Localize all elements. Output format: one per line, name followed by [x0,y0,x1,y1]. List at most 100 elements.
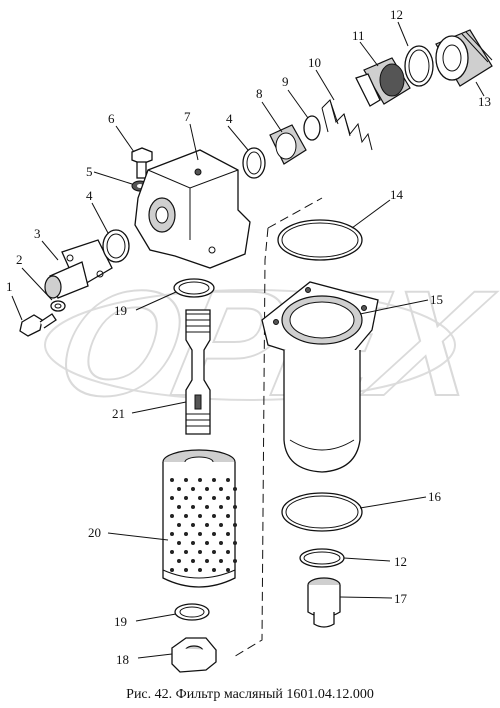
gasket-part [173,278,215,298]
perforation-dot [226,568,230,572]
perforation-dot [198,532,202,536]
gasket-part [174,603,210,621]
filter-bowl-part [261,281,379,473]
callout-8: 8 [256,86,263,101]
perforation-dot [198,550,202,554]
callout-14: 14 [390,187,404,202]
perforation-dot [219,559,223,563]
perforation-dot [184,478,188,482]
perforation-dot [219,541,223,545]
perforation-dot [219,523,223,527]
large-seal-ring-part [277,219,363,261]
perforation-dot [191,523,195,527]
bolt-part [19,313,57,337]
perforation-dot [233,523,237,527]
callout-13: 13 [478,94,491,109]
valve-body-part [355,57,411,107]
perforation-dot [184,568,188,572]
perforation-dot [177,523,181,527]
perforation-dot [170,568,174,572]
perforation-dot [184,514,188,518]
flange-pipe-part [44,239,113,299]
callout-10: 10 [308,55,321,70]
callout-20: 20 [88,525,101,540]
perforation-dot [226,550,230,554]
callout-labels: 1 2 3 4 4 5 6 7 8 9 10 11 12 13 14 15 16… [6,7,491,667]
callout-12: 12 [390,7,403,22]
perforation-dot [212,532,216,536]
center-tube-part [185,309,211,435]
perforation-dot [170,550,174,554]
callout-21: 21 [112,406,125,421]
perforation-dot [170,532,174,536]
callout-18: 18 [116,652,129,667]
perforation-dot [226,496,230,500]
small-seal-ring-part [299,548,345,568]
drain-plug-part [307,577,341,628]
callout-5: 5 [86,164,93,179]
perforation-dot [198,478,202,482]
callout-19: 19 [114,614,127,629]
perforation-dot [205,523,209,527]
callout-11: 11 [352,28,365,43]
assembly-dash-line [231,197,323,659]
figure-caption: Рис. 42. Фильтр масляный 1601.04.12.000 [126,687,374,702]
callout-3: 3 [34,226,41,241]
callout-15: 15 [430,292,443,307]
perforation-dot [212,550,216,554]
callout-7: 7 [184,109,191,124]
callout-9: 9 [282,74,289,89]
perforation-dot [170,496,174,500]
callout-4: 4 [86,188,93,203]
callout-12: 12 [394,554,407,569]
callout-6: 6 [108,111,115,126]
perforation-dot [205,559,209,563]
perforation-dot [184,550,188,554]
seal-ring-part [303,115,321,141]
perforation-dot [226,478,230,482]
callout-16: 16 [428,489,442,504]
perforation-dot [184,496,188,500]
perforation-dot [198,568,202,572]
perforation-dot [219,487,223,491]
perforation-dot [226,514,230,518]
seal-ring-part [404,45,434,87]
callout-19: 19 [114,303,127,318]
perforation-dot [184,532,188,536]
perforation-dot [177,487,181,491]
perforation-dot [219,505,223,509]
perforation-dot [177,505,181,509]
perforation-dot [198,514,202,518]
perforation-dot [212,496,216,500]
perforation-dot [205,505,209,509]
bottom-seal-ring-part [281,492,363,532]
perforation-dot [233,559,237,563]
o-ring-part [102,229,130,263]
callout-4: 4 [226,111,233,126]
perforation-dot [233,541,237,545]
perforation-dot [226,532,230,536]
perforation-dot [170,478,174,482]
perforation-dot [205,487,209,491]
filter-housing-part [134,149,251,269]
perforation-dot [198,496,202,500]
perforation-dot [212,568,216,572]
plug-part [435,29,493,87]
perforation-dot [233,487,237,491]
hex-nut-part [171,637,217,673]
perforation-dot [170,514,174,518]
perforation-dot [233,505,237,509]
washer-part [50,300,66,312]
o-ring-part [242,147,266,179]
perforation-dot [191,487,195,491]
perforation-dot [212,514,216,518]
perforation-dot [177,541,181,545]
leader-lines [11,21,485,659]
perforation-dot [191,541,195,545]
callout-2: 2 [16,252,23,267]
spring-part [321,99,373,151]
filter-element-part [162,449,237,588]
nut-part [269,124,307,165]
perforation-dot [191,559,195,563]
